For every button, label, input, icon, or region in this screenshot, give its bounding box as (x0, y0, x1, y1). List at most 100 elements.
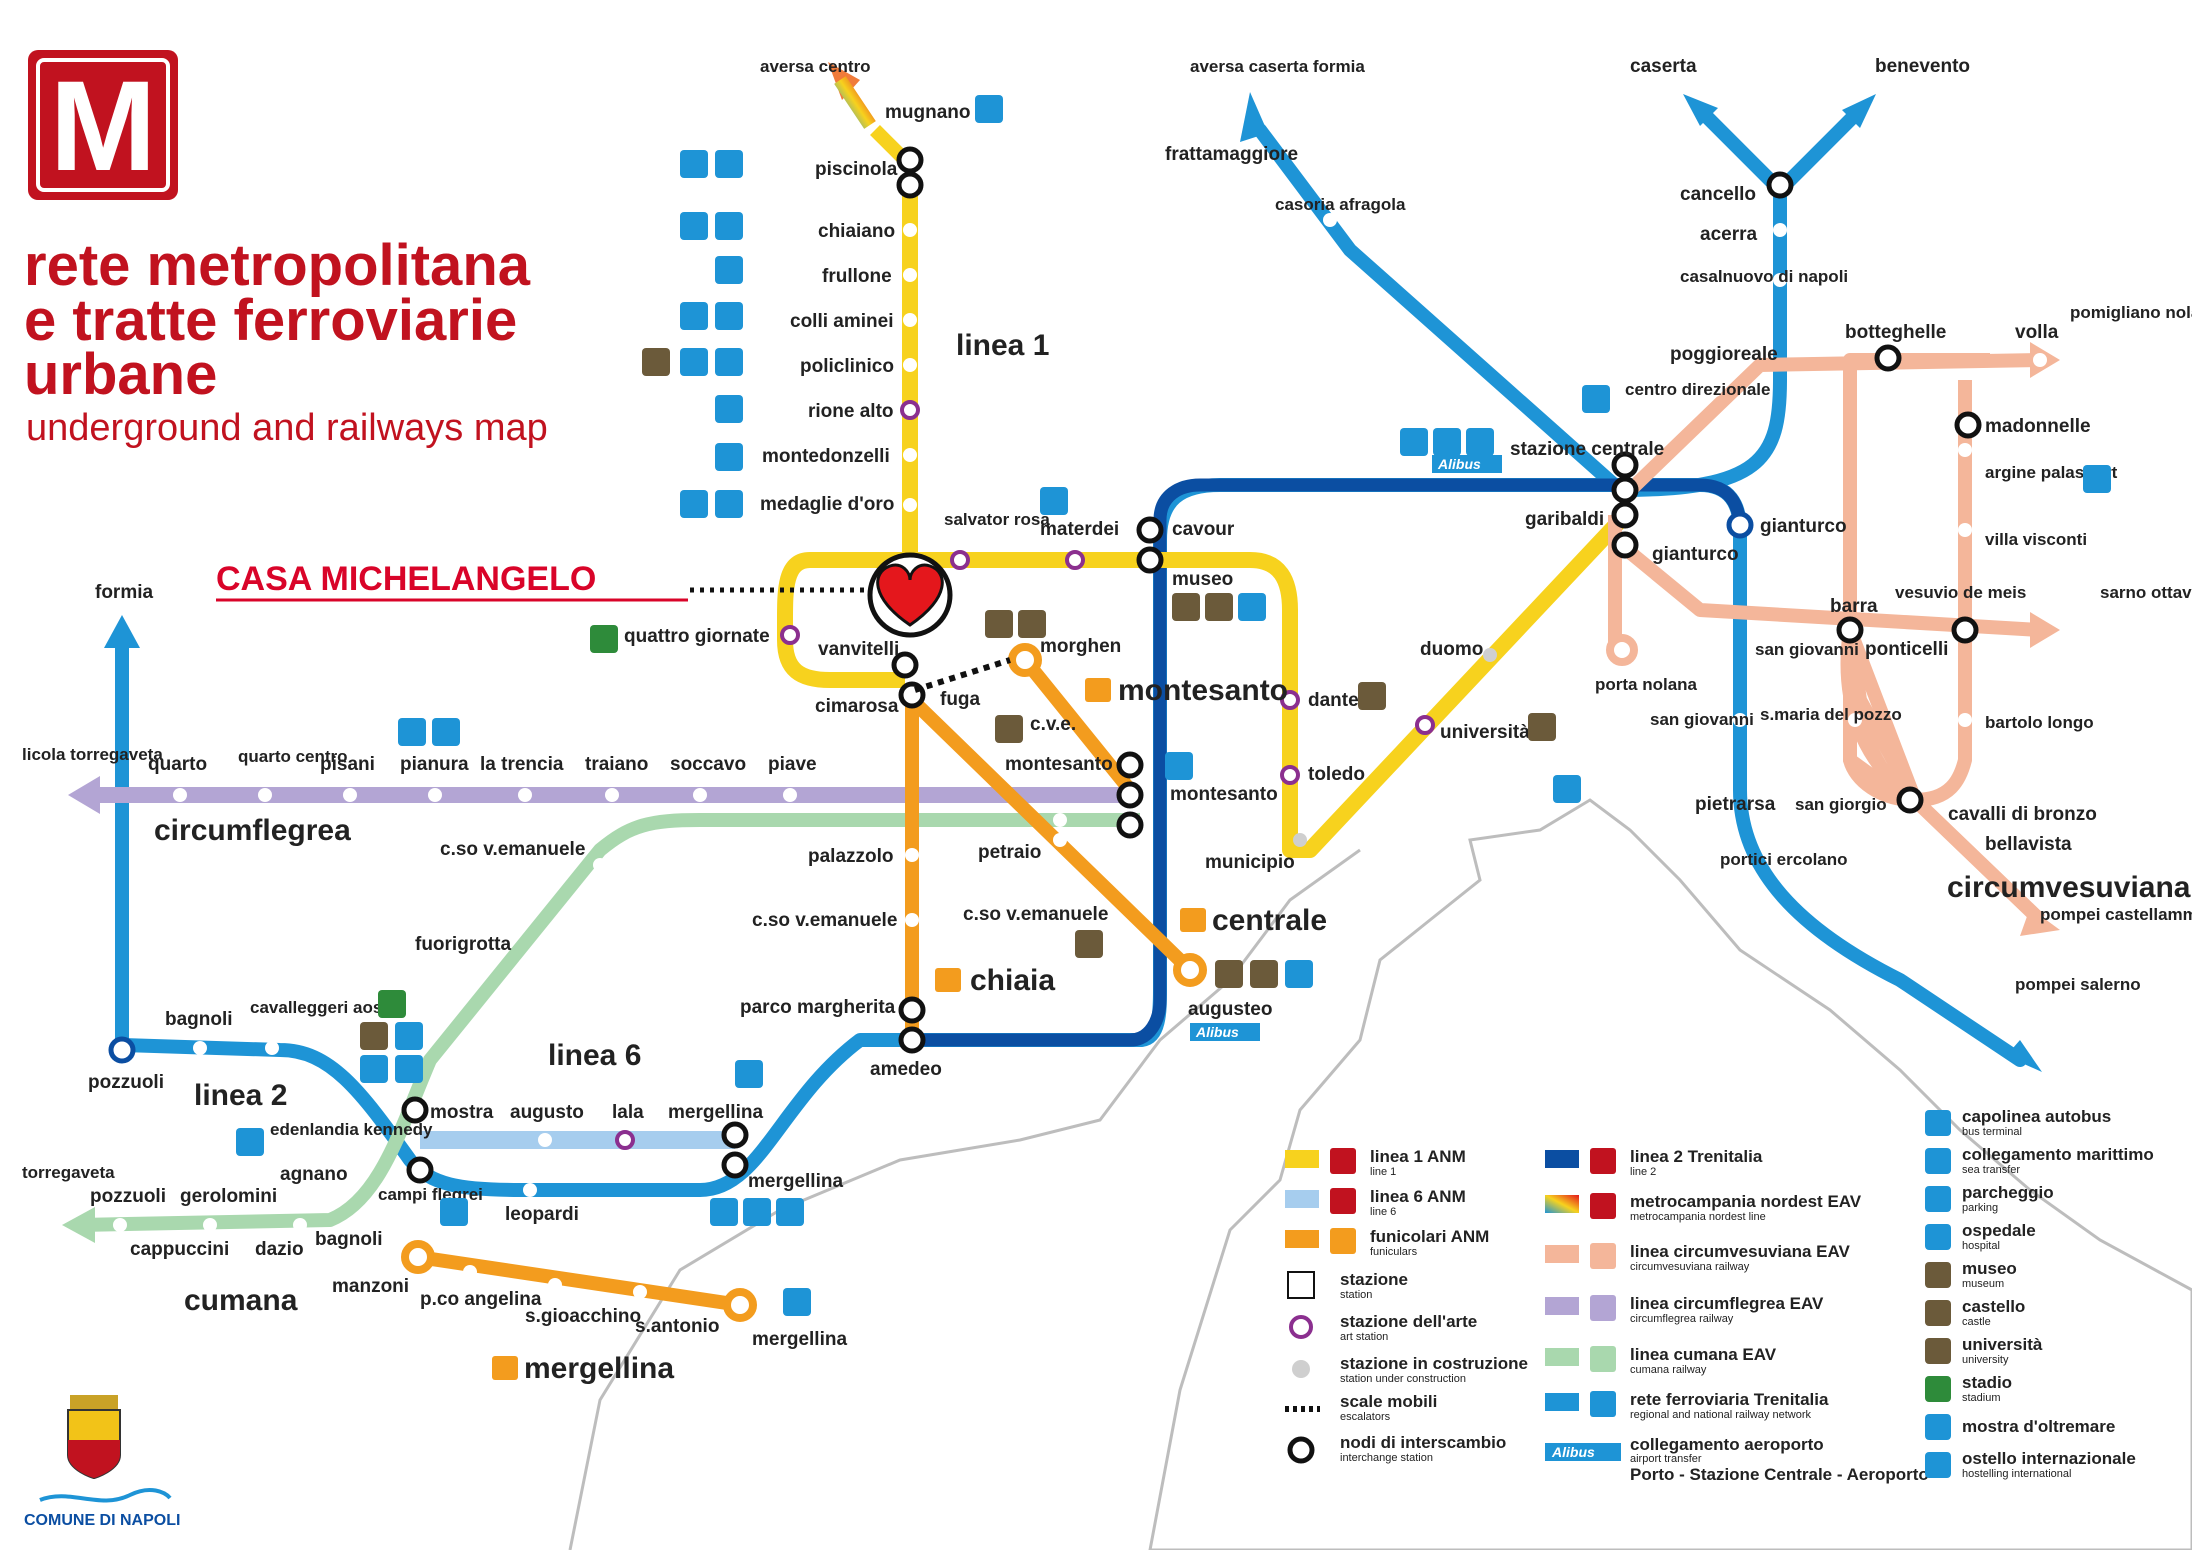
art-station-dots (615, 400, 1435, 1150)
station-edenlandia: edenlandia kennedy (270, 1120, 433, 1139)
svg-text:station: station (1340, 1289, 1372, 1301)
station-bagnoli-1: bagnoli (165, 1009, 233, 1030)
station-pozzuoli-1: pozzuoli (88, 1072, 164, 1093)
station-cso-ve-1: c.so v.emanuele (440, 839, 585, 860)
svg-text:ostello internazionale: ostello internazionale (1962, 1449, 2136, 1468)
station-bagnoli-2: bagnoli (315, 1229, 383, 1250)
parking-icon (2083, 465, 2111, 493)
station-san-giovanni-b: san giovanni (1650, 710, 1754, 729)
station-san-giovanni-a: san giovanni (1755, 640, 1859, 659)
svg-text:bus terminal: bus terminal (1962, 1126, 2022, 1138)
station-frullone: frullone (822, 266, 892, 287)
station-piscinola: piscinola (815, 159, 898, 180)
svg-text:hostelling international: hostelling international (1962, 1468, 2071, 1480)
station-leopardi: leopardi (505, 1204, 579, 1225)
cumana-arrow (62, 1207, 95, 1243)
station-cve: c.v.e. (1030, 714, 1076, 735)
svg-text:linea 1 ANM: linea 1 ANM (1370, 1147, 1466, 1166)
station-cimarosa: cimarosa (815, 696, 899, 717)
parking-icon (680, 150, 708, 178)
svg-text:scale mobili: scale mobili (1340, 1392, 1437, 1411)
svg-text:castle: castle (1962, 1316, 1991, 1328)
station-mergellina-b: mergellina (748, 1171, 843, 1192)
station-pisani: pisani (320, 754, 375, 775)
station-mergellina-a: mergellina (668, 1102, 763, 1123)
casa-michelangelo-marker[interactable]: CASA MICHELANGELO (216, 552, 953, 638)
svg-text:mostra d'oltremare: mostra d'oltremare (1962, 1417, 2115, 1436)
station-s-gioacchino: s.gioacchino (525, 1306, 641, 1327)
svg-text:Alibus: Alibus (1551, 1444, 1595, 1460)
station-medaglie-doro: medaglie d'oro (760, 494, 894, 515)
svg-text:museo: museo (1962, 1259, 2017, 1278)
museum-icon (1925, 1262, 1951, 1288)
station-lala: lala (612, 1102, 644, 1123)
svg-text:metrocampania nordest line: metrocampania nordest line (1630, 1211, 1766, 1223)
station-agnano: agnano (280, 1164, 348, 1185)
hospital-icon (1925, 1224, 1951, 1250)
station-mostra: mostra (430, 1102, 494, 1123)
title-line-2: e tratte ferroviarie (24, 288, 517, 353)
station-chiaiano: chiaiano (818, 221, 895, 242)
svg-text:art station: art station (1340, 1331, 1388, 1343)
station-cavalleggeri: cavalleggeri aosta (250, 998, 398, 1017)
station-portici: portici ercolano (1720, 850, 1848, 869)
station-caserta: caserta (1630, 56, 1697, 77)
line-name-linea2: linea 2 (194, 1079, 287, 1112)
svg-text:line 2: line 2 (1630, 1166, 1656, 1178)
station-ponticelli: ponticelli (1865, 639, 1948, 660)
hospital-icon (680, 302, 708, 330)
svg-text:regional and national railway: regional and national railway network (1630, 1409, 1811, 1421)
line-name-linea1: linea 1 (956, 329, 1049, 362)
hospital-icon (1238, 593, 1266, 621)
university-icon (1205, 593, 1233, 621)
svg-text:castello: castello (1962, 1297, 2025, 1316)
station-cappuccini: cappuccini (130, 1239, 229, 1260)
bus-icon (710, 1198, 738, 1226)
station-acerra: acerra (1700, 224, 1757, 245)
station-soccavo: soccavo (670, 754, 746, 775)
station-san-giorgio: san giorgio (1795, 795, 1887, 814)
line-name-fun-montesanto: montesanto (1118, 674, 1288, 707)
station-salvator-rosa: salvator rosa (944, 510, 1050, 529)
station-quattro-giornate: quattro giornate (624, 626, 770, 647)
station-parco-margherita: parco margherita (740, 997, 896, 1018)
station-fuga: fuga (940, 689, 981, 710)
svg-text:airport transfer: airport transfer (1630, 1453, 1702, 1465)
svg-text:capolinea autobus: capolinea autobus (1962, 1107, 2111, 1126)
station-montesanto-2: montesanto (1170, 784, 1278, 805)
station-traiano: traiano (585, 754, 648, 775)
hospital-icon (1165, 752, 1193, 780)
svg-text:stadium: stadium (1962, 1392, 2001, 1404)
station-pozzuoli-2: pozzuoli (90, 1186, 166, 1207)
hostel-icon (1925, 1452, 1951, 1478)
bus-icon (1925, 1110, 1951, 1136)
station-petraio: petraio (978, 842, 1041, 863)
parking-icon (680, 212, 708, 240)
station-pomigliano: pomigliano nola baiano (2070, 303, 2192, 322)
svg-text:linea circumflegrea EAV: linea circumflegrea EAV (1630, 1294, 1824, 1313)
parking-icon (975, 95, 1003, 123)
svg-text:ospedale: ospedale (1962, 1221, 2036, 1240)
station-gianturco-a: gianturco (1652, 544, 1739, 565)
ship-icon (743, 1198, 771, 1226)
station-frattamaggiore: frattamaggiore (1165, 144, 1298, 165)
parking-icon (1553, 775, 1581, 803)
svg-text:università: università (1962, 1335, 2043, 1354)
station-porta-nolana: porta nolana (1595, 675, 1698, 694)
parking-icon (236, 1128, 264, 1156)
station-benevento: benevento (1875, 56, 1970, 77)
logo-letter: M (50, 55, 157, 198)
bus-icon (432, 718, 460, 746)
comune-label: COMUNE DI NAPOLI (24, 1512, 180, 1529)
station-policlinico: policlinico (800, 356, 894, 377)
interchange-dots (108, 146, 1982, 1184)
station-colli-aminei: colli aminei (790, 311, 893, 332)
castle-icon (1250, 960, 1278, 988)
ship-icon (783, 1288, 811, 1316)
station-torregaveta: torregaveta (22, 1163, 115, 1182)
legend-col-2: Alibus (1545, 1148, 1621, 1461)
station-piave: piave (768, 754, 817, 775)
svg-text:parking: parking (1962, 1202, 1998, 1214)
